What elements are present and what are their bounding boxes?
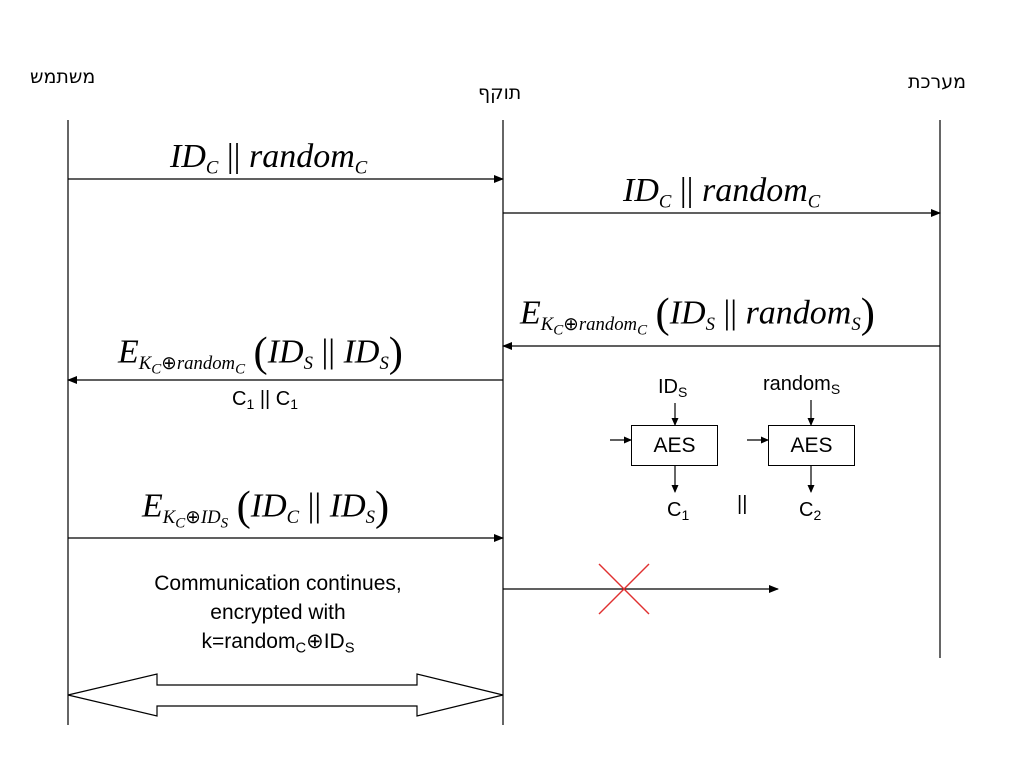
message-3-label: EKC⊕randomC (IDS || randomS) bbox=[520, 290, 875, 339]
actor-system-label: מערכת bbox=[908, 71, 967, 93]
blocked-cross-icon bbox=[598, 563, 650, 615]
aes1-output-label: C1 bbox=[667, 499, 690, 524]
message-5-label: EKC⊕IDS (IDC || IDS) bbox=[142, 483, 390, 532]
continuation-line-1: Communication continues, bbox=[154, 572, 402, 595]
message-4-note: C1 || C1 bbox=[232, 388, 299, 413]
continuation-line-2: encrypted with bbox=[210, 601, 346, 624]
aes2-input-label: randomS bbox=[763, 373, 841, 398]
message-4-label: EKC⊕randomC (IDS || IDS) bbox=[118, 329, 403, 378]
aes-box-2: AES bbox=[768, 425, 855, 466]
aes1-input-label: IDS bbox=[658, 376, 688, 401]
aes-output-separator: || bbox=[737, 493, 748, 515]
continuation-note: Communication continues, encrypted with … bbox=[108, 569, 448, 656]
actor-attacker-label: תוקף bbox=[478, 82, 522, 104]
aes2-output-label: C2 bbox=[799, 499, 822, 524]
aes-box-1: AES bbox=[631, 425, 718, 466]
actor-user-label: משתמש bbox=[30, 66, 96, 88]
continuation-key: k=randomC⊕IDS bbox=[201, 630, 355, 657]
message-2-label: IDC || randomC bbox=[623, 172, 821, 213]
bidirectional-arrow bbox=[67, 673, 504, 717]
message-1-label: IDC || randomC bbox=[170, 138, 368, 179]
